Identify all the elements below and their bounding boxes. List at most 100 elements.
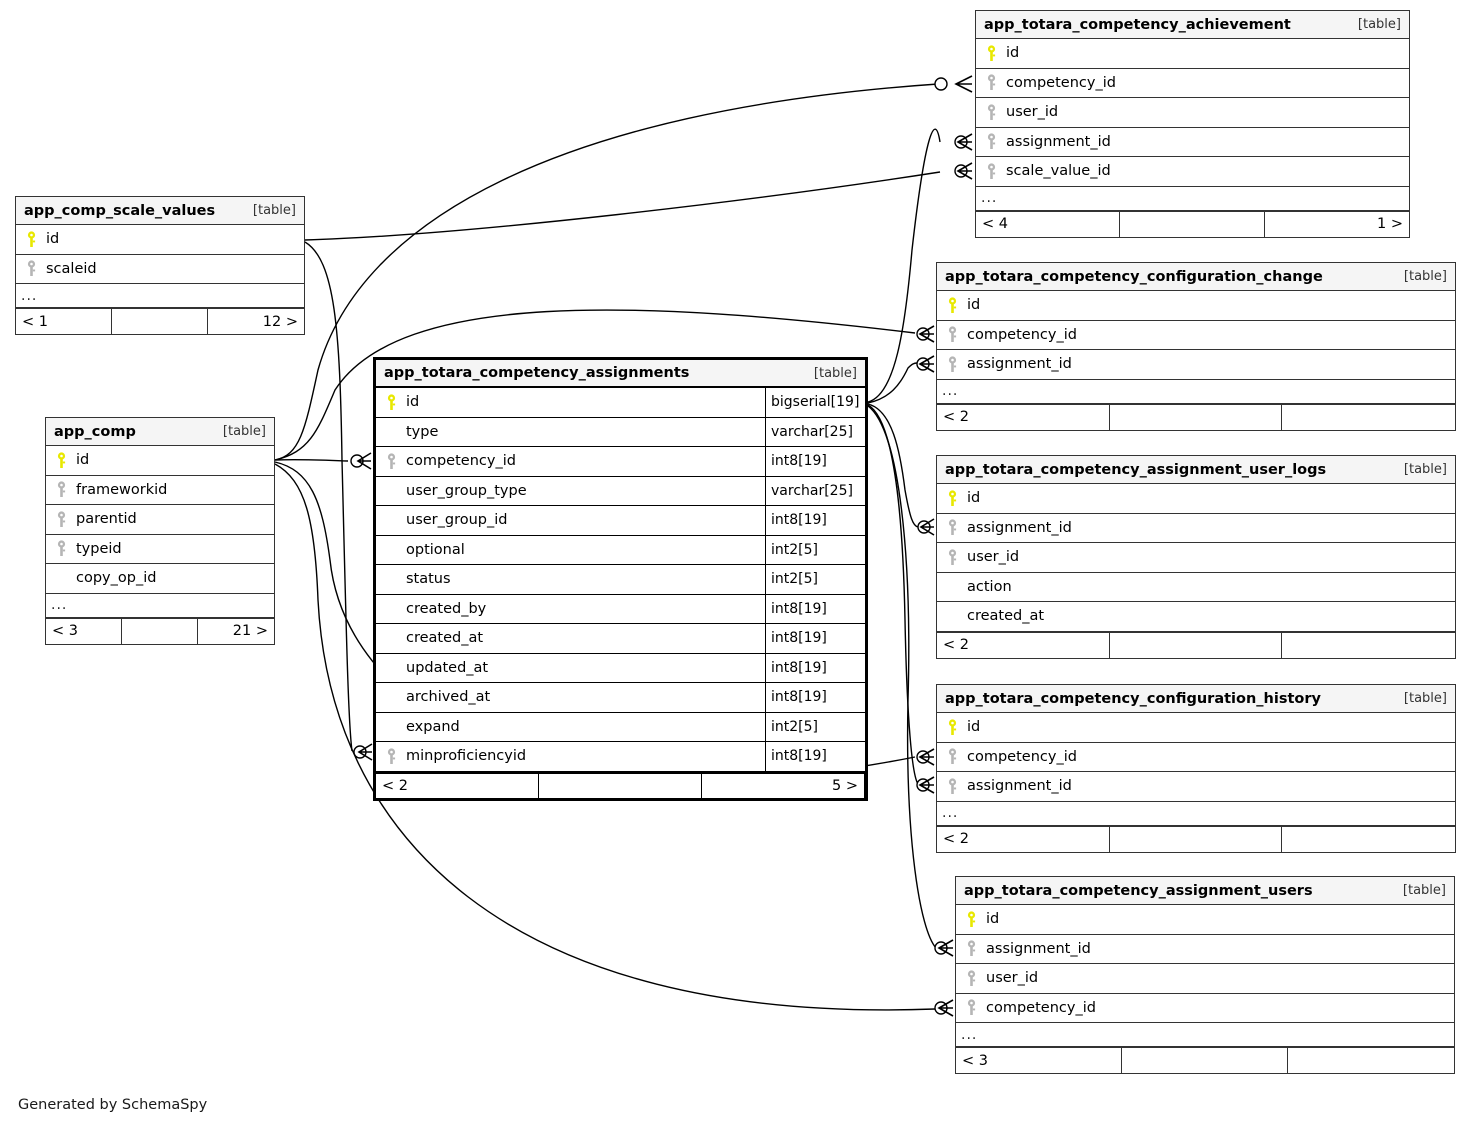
- column-row[interactable]: user_id: [976, 98, 1409, 128]
- footer-children-count[interactable]: [1282, 827, 1455, 852]
- table-app_totara_competency_achievement[interactable]: app_totara_competency_achievement[table]…: [975, 10, 1410, 238]
- column-row[interactable]: frameworkid: [46, 476, 274, 505]
- table-header[interactable]: app_totara_competency_assignment_user_lo…: [937, 456, 1455, 484]
- column-row[interactable]: id: [46, 446, 274, 476]
- column-row[interactable]: scaleid: [16, 255, 304, 284]
- table-header[interactable]: app_comp_scale_values[table]: [16, 197, 304, 225]
- column-name: user_group_type: [406, 482, 527, 499]
- foreign-key-icon: [976, 104, 1002, 121]
- footer-parents-count[interactable]: < 4: [976, 211, 1121, 237]
- column-row[interactable]: id: [956, 905, 1454, 935]
- primary-key-icon: [937, 297, 963, 314]
- column-row[interactable]: assignment_id: [937, 772, 1455, 802]
- column-row[interactable]: competency_id: [956, 994, 1454, 1023]
- table-app_totara_competency_configuration_change[interactable]: app_totara_competency_configuration_chan…: [936, 262, 1456, 431]
- footer-parents-count[interactable]: < 1: [16, 309, 112, 334]
- column-row[interactable]: id: [976, 39, 1409, 69]
- column-row[interactable]: assignment_id: [937, 514, 1455, 543]
- column-row[interactable]: user_id: [956, 964, 1454, 994]
- column-row[interactable]: copy_op_id: [46, 564, 274, 594]
- column-row[interactable]: id: [16, 225, 304, 255]
- column-name: scaleid: [46, 260, 97, 277]
- column-row[interactable]: id: [937, 484, 1455, 514]
- table-app_totara_competency_configuration_history[interactable]: app_totara_competency_configuration_hist…: [936, 684, 1456, 853]
- column-row[interactable]: assignment_id: [976, 128, 1409, 157]
- table-header[interactable]: app_totara_competency_assignment_users[t…: [956, 877, 1454, 905]
- column-row[interactable]: id: [937, 291, 1455, 321]
- column-name: typeid: [76, 540, 122, 557]
- table-tag: [table]: [1403, 269, 1447, 284]
- column-name: assignment_id: [1006, 133, 1111, 150]
- column-row[interactable]: action: [937, 573, 1455, 602]
- table-app_totara_competency_assignment_users[interactable]: app_totara_competency_assignment_users[t…: [955, 876, 1455, 1074]
- column-type: int2[5]: [765, 565, 865, 594]
- edge-scalevalues-minprof: [304, 241, 353, 752]
- column-row[interactable]: competency_id: [937, 743, 1455, 772]
- footer-children-count[interactable]: 5 >: [702, 773, 865, 798]
- footer-parents-count[interactable]: < 2: [937, 826, 1110, 852]
- column-name: assignment_id: [986, 940, 1091, 957]
- column-type: int8[19]: [765, 594, 865, 623]
- edge-assignments-assignmentusers: [867, 405, 937, 949]
- table-footer: < 3 21 >: [46, 617, 274, 644]
- footer-parents-count[interactable]: < 2: [937, 632, 1110, 658]
- column-type: bigserial[19]: [765, 388, 865, 417]
- column-row[interactable]: id: [937, 713, 1455, 743]
- table-header[interactable]: app_totara_competency_configuration_hist…: [937, 685, 1455, 713]
- foreign-key-icon: [16, 260, 42, 277]
- column-row[interactable]: scale_value_id: [976, 157, 1409, 187]
- generator-note: Generated by SchemaSpy: [18, 1097, 208, 1113]
- column-name: competency_id: [1006, 74, 1116, 91]
- column-type: int8[19]: [765, 624, 865, 653]
- column-row[interactable]: competency_id: [937, 321, 1455, 350]
- column-row[interactable]: competency_id: [976, 69, 1409, 98]
- table-header[interactable]: app_comp[table]: [46, 418, 274, 446]
- table-header[interactable]: app_totara_competency_configuration_chan…: [937, 263, 1455, 291]
- foreign-key-icon: [937, 326, 963, 343]
- column-row[interactable]: created_at: [937, 602, 1455, 632]
- footer-children-count[interactable]: 21 >: [232, 623, 268, 639]
- column-type: int8[19]: [765, 653, 865, 682]
- foreign-key-icon: [376, 748, 402, 765]
- footer-children-count[interactable]: 1 >: [1377, 216, 1403, 232]
- primary-key-icon: [46, 452, 72, 469]
- footer-parents-count[interactable]: < 3: [46, 618, 122, 644]
- table-app_totara_competency_assignment_user_logs[interactable]: app_totara_competency_assignment_user_lo…: [936, 455, 1456, 659]
- column-row[interactable]: parentid: [46, 505, 274, 535]
- primary-key-icon: [956, 911, 982, 928]
- column-type: int2[5]: [765, 535, 865, 564]
- footer-middle: [1110, 404, 1283, 430]
- footer-children-count[interactable]: [1282, 405, 1455, 430]
- column-row[interactable]: user_id: [937, 543, 1455, 573]
- column-row[interactable]: assignment_id: [937, 350, 1455, 380]
- column-row[interactable]: assignment_id: [956, 935, 1454, 964]
- table-header[interactable]: app_totara_competency_achievement[table]: [976, 11, 1409, 39]
- foreign-key-icon: [937, 778, 963, 795]
- table-header[interactable]: app_totara_competency_assignments[table]: [376, 360, 865, 388]
- footer-parents-count[interactable]: < 2: [937, 404, 1110, 430]
- footer-children-count[interactable]: 12 >: [262, 313, 298, 330]
- column-name: assignment_id: [967, 356, 1072, 373]
- column-row[interactable]: typeid: [46, 535, 274, 564]
- footer-children-count[interactable]: [1288, 1048, 1454, 1073]
- footer-children-count[interactable]: [1282, 633, 1455, 658]
- footer-parents-count[interactable]: < 2: [376, 773, 539, 798]
- footer-parents-count[interactable]: < 3: [956, 1048, 1122, 1073]
- table-app_totara_competency_assignments[interactable]: app_totara_competency_assignments[table]…: [373, 357, 868, 801]
- table-title: app_totara_competency_assignment_users: [964, 882, 1313, 899]
